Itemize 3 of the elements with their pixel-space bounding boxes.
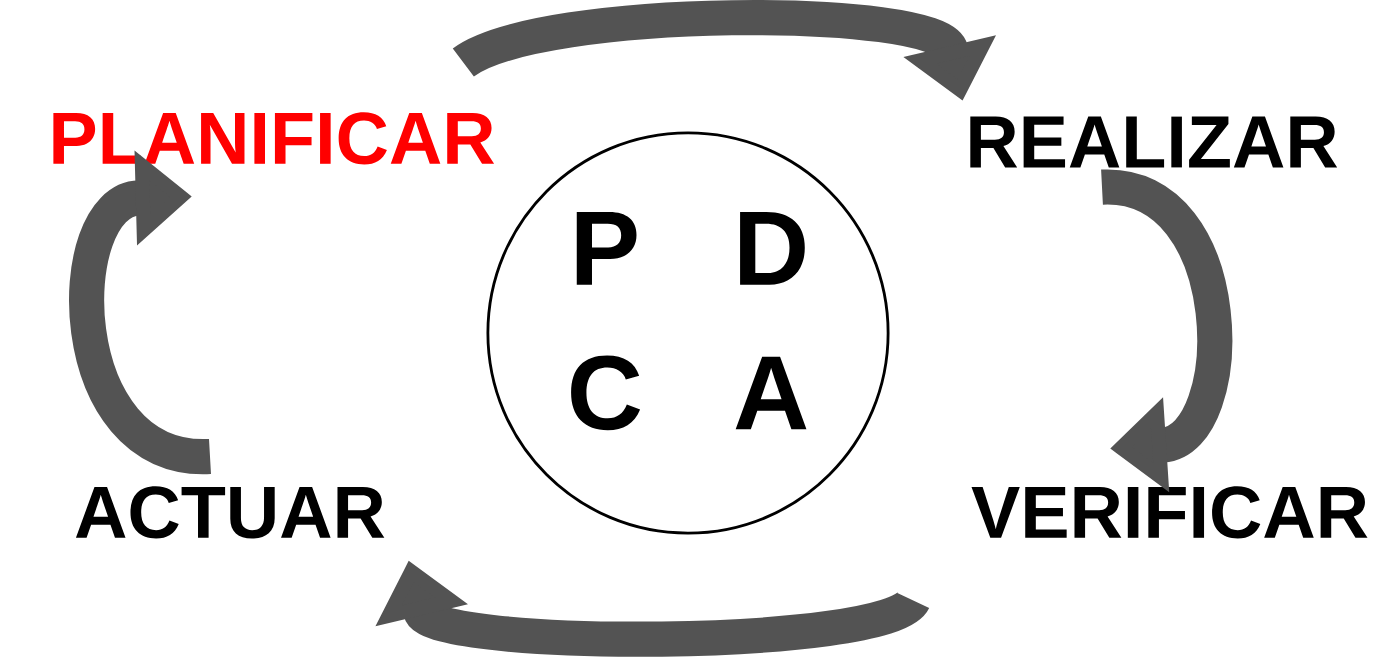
stage-label: VERIFICAR — [971, 486, 1368, 539]
stage-label: ACTUAR — [75, 486, 385, 539]
stage-label: REALIZAR — [970, 116, 1338, 168]
